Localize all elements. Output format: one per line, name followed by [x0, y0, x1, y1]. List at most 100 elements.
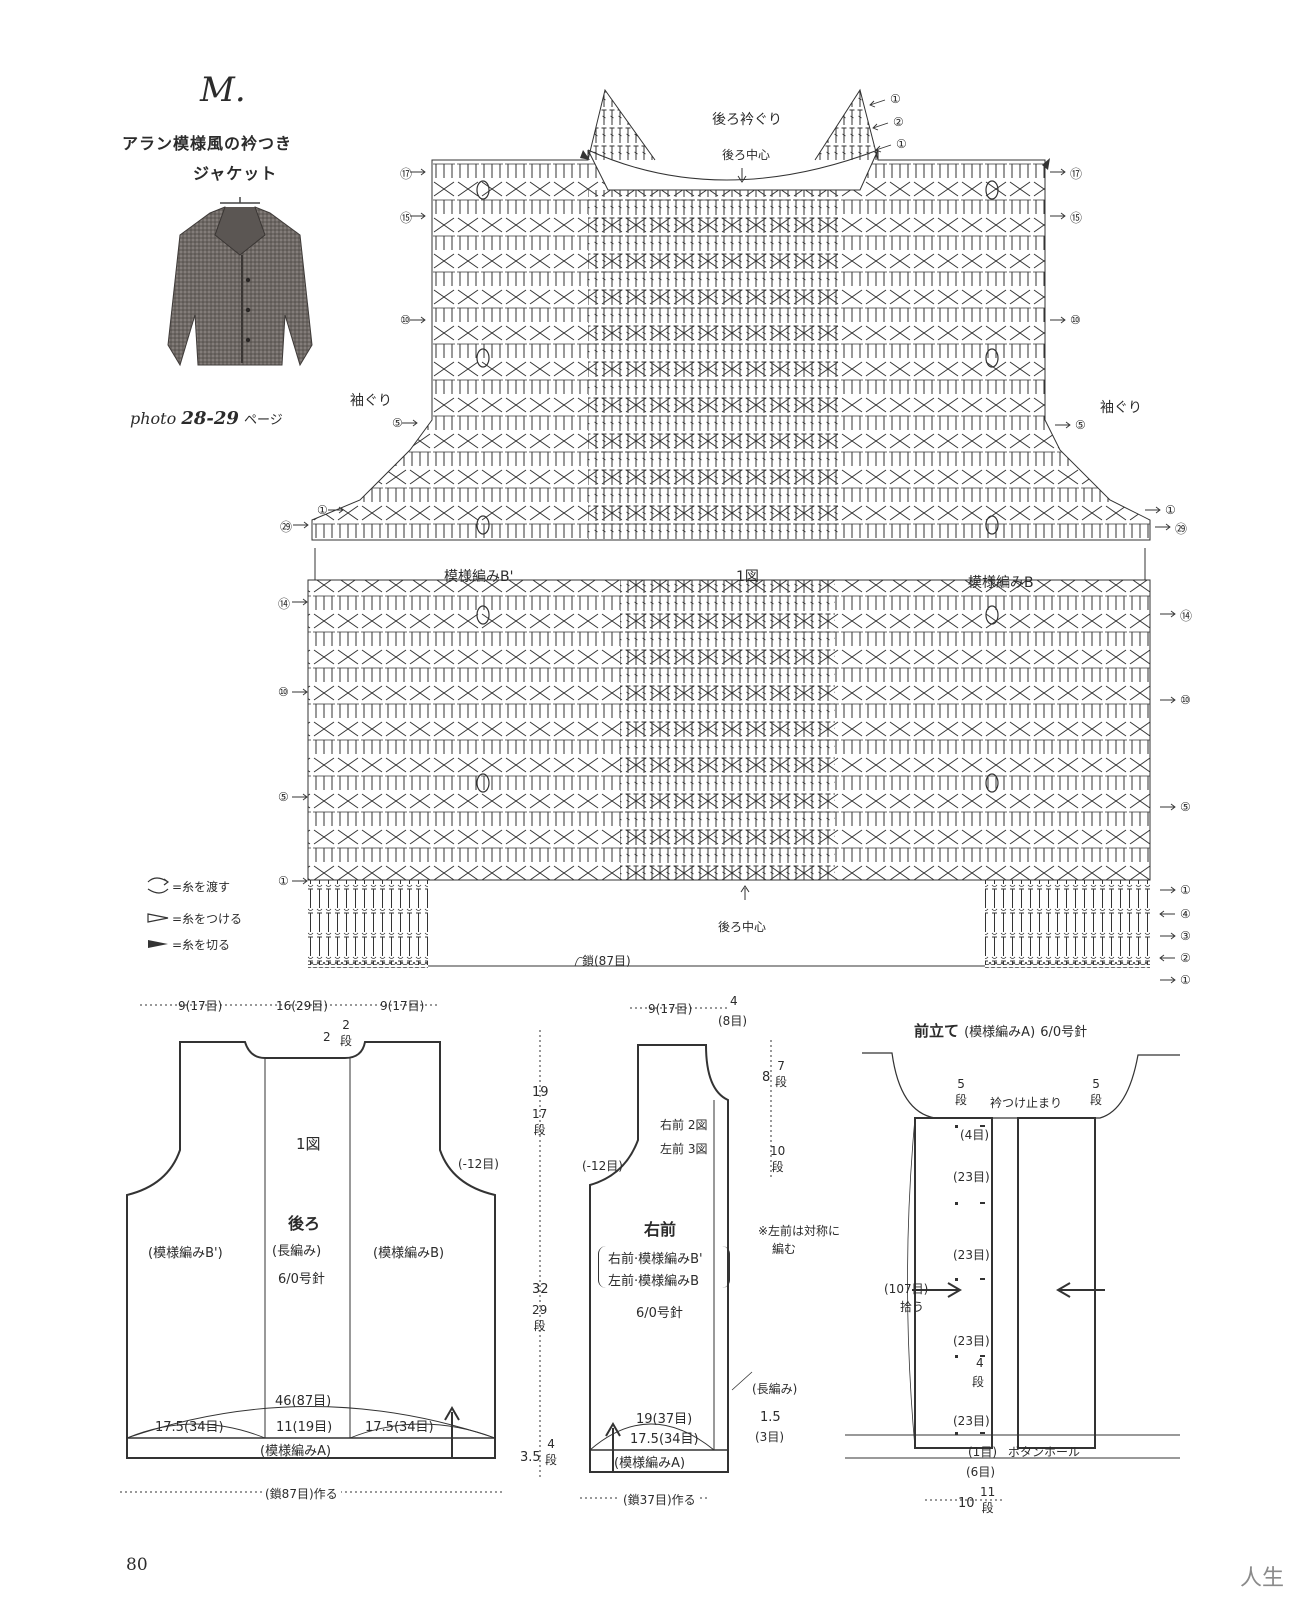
- front-note-line-1: ※左前は対称に: [758, 1224, 841, 1238]
- cut-yarn-icon: [148, 940, 168, 948]
- body-row-right-5: ⑤: [1180, 800, 1191, 814]
- front-edge-width: 1.5: [760, 1410, 781, 1425]
- figure-1-label: 1図: [736, 569, 759, 585]
- band-width: 10: [958, 1496, 975, 1511]
- back-total-width: 46(87目): [275, 1394, 332, 1409]
- band-seg-5-rows: 段: [972, 1375, 985, 1389]
- front-needle: 6/0号針: [636, 1306, 683, 1321]
- back-armhole-rows: 17 段: [532, 1107, 548, 1137]
- back-border-rows: 4 段: [545, 1437, 558, 1467]
- front-neck-width: 4: [730, 994, 738, 1008]
- body-row-left-10: ⑩: [278, 685, 289, 699]
- back-armhole-height: 19: [532, 1085, 549, 1100]
- pattern-letter: M.: [200, 70, 246, 110]
- chain-count-label: 鎖(87目): [582, 954, 631, 968]
- row-num-left-10: ⑩: [400, 313, 411, 327]
- row-num-right-10: ⑩: [1070, 313, 1081, 327]
- band-seg-2: (23目): [953, 1170, 990, 1184]
- rib-right: [985, 880, 1150, 965]
- back-stitch-type: (長編み): [272, 1244, 322, 1259]
- row-num-right-1: ①: [1165, 503, 1176, 517]
- back-center-bottom-label: 後ろ中心: [718, 920, 767, 934]
- legend-pass-yarn: =糸を渡す: [172, 880, 231, 894]
- body-row-left-5: ⑤: [278, 790, 289, 804]
- back-center-top-label: 後ろ中心: [722, 148, 771, 162]
- body-row-right-10: ⑩: [1180, 693, 1191, 707]
- band-pickup-count: (107目): [884, 1282, 929, 1296]
- front-armhole-dec: (-12目): [582, 1159, 623, 1173]
- body-row-left-14: ⑭: [278, 597, 291, 611]
- photo-reference: photo 28-29 ページ: [130, 408, 283, 429]
- photo-pages: 28-29: [181, 408, 239, 429]
- row-num-right-17: ⑰: [1070, 167, 1083, 181]
- front-pattern-bracket: [598, 1246, 730, 1288]
- rib-row-4: ④: [1180, 907, 1191, 921]
- neck-row-1a: ①: [890, 92, 901, 106]
- back-top-left-width: 9(17目): [178, 999, 223, 1013]
- pass-yarn-icon: [147, 877, 169, 894]
- front-edge-stitch: (長編み): [752, 1382, 798, 1396]
- title-line-1: アラン模様風の衿つき: [122, 134, 293, 153]
- legend-cut-yarn: =糸を切る: [172, 938, 231, 952]
- row-num-right-15: ⑮: [1070, 211, 1083, 225]
- back-top-right-width: 9(17目): [380, 999, 425, 1013]
- title-line-2: ジャケット: [193, 164, 278, 183]
- front-edge-stitches: (3目): [755, 1430, 784, 1444]
- photo-suffix: ページ: [244, 413, 283, 428]
- pattern-b-prime-label: 模様編みB': [444, 569, 514, 585]
- band-seg-5-num: 4: [976, 1356, 984, 1370]
- rib-row-1: ①: [1180, 973, 1191, 987]
- back-right-width: 17.5(34目): [365, 1420, 434, 1435]
- rib-row-2: ②: [1180, 951, 1191, 965]
- back-schematic-outline: [126, 1041, 496, 1459]
- body-row-left-1: ①: [278, 874, 289, 888]
- yoke-center-stitches: [588, 190, 838, 540]
- band-seg-6: (23目): [953, 1414, 990, 1428]
- front-band-title: 前立て (模様編みA) 6/0号針: [914, 1020, 1087, 1041]
- armhole-left-label: 袖ぐり: [350, 393, 392, 409]
- front-right-pattern: 右前·模様編みB': [608, 1252, 703, 1267]
- body-row-right-1: ①: [1180, 883, 1191, 897]
- armhole-right-label: 袖ぐり: [1100, 400, 1142, 416]
- back-left-width: 17.5(34目): [155, 1420, 224, 1435]
- band-rows-left: 5 段: [955, 1077, 968, 1107]
- back-left-pattern: (模様編みB'): [148, 1246, 223, 1261]
- band-rows-right: 5 段: [1090, 1077, 1103, 1107]
- front-neck-rows-2: 10 段: [770, 1144, 786, 1174]
- front-piece-name: 右前: [644, 1220, 677, 1239]
- neck-row-2: ②: [893, 115, 904, 129]
- page-number: 80: [126, 1555, 148, 1575]
- front-band-pattern: (模様編みA): [964, 1025, 1036, 1040]
- front-left-fig: 左前 3図: [660, 1142, 708, 1156]
- rib-row-3: ③: [1180, 929, 1191, 943]
- jacket-photo: [160, 195, 320, 370]
- body-center-stitches: [620, 580, 835, 880]
- front-cast-on: (鎖37目)作る: [620, 1491, 699, 1508]
- back-body-rows: 29 段: [532, 1303, 548, 1333]
- back-piece-name: 後ろ: [288, 1214, 321, 1233]
- band-seg-4: (23目): [953, 1334, 990, 1348]
- front-full-width: 19(37目): [636, 1412, 693, 1427]
- front-band-needle: 6/0号針: [1040, 1025, 1088, 1040]
- row-num-right-29: ㉙: [1175, 522, 1188, 536]
- neck-row-1b: ①: [896, 137, 907, 151]
- back-cast-on: (鎖87目)作る: [262, 1485, 341, 1502]
- front-body-width: 17.5(34目): [630, 1432, 699, 1447]
- back-border-height: 3.5: [520, 1450, 541, 1465]
- row-num-left-17: ⑰: [400, 167, 413, 181]
- band-seg-7: (1目): [968, 1445, 997, 1459]
- body-row-right-14: ⑭: [1180, 609, 1193, 623]
- back-mid-width: 11(19目): [276, 1420, 333, 1435]
- back-needle: 6/0号針: [278, 1272, 325, 1287]
- back-neck-drop-rows: 2 段: [340, 1018, 353, 1048]
- legend-attach-yarn: =糸をつける: [172, 912, 243, 926]
- rib-left: [308, 880, 428, 965]
- back-border-pattern: (模様編みA): [260, 1444, 332, 1459]
- front-note-line-2: 編む: [772, 1242, 797, 1256]
- collar-stop-label: 衿つけ止まり: [990, 1096, 1063, 1110]
- row-num-left-15: ⑮: [400, 211, 413, 225]
- front-band-outline: [845, 1052, 1180, 1501]
- back-top-mid-width: 16(29目): [276, 999, 328, 1013]
- band-seg-8: (6目): [966, 1465, 995, 1479]
